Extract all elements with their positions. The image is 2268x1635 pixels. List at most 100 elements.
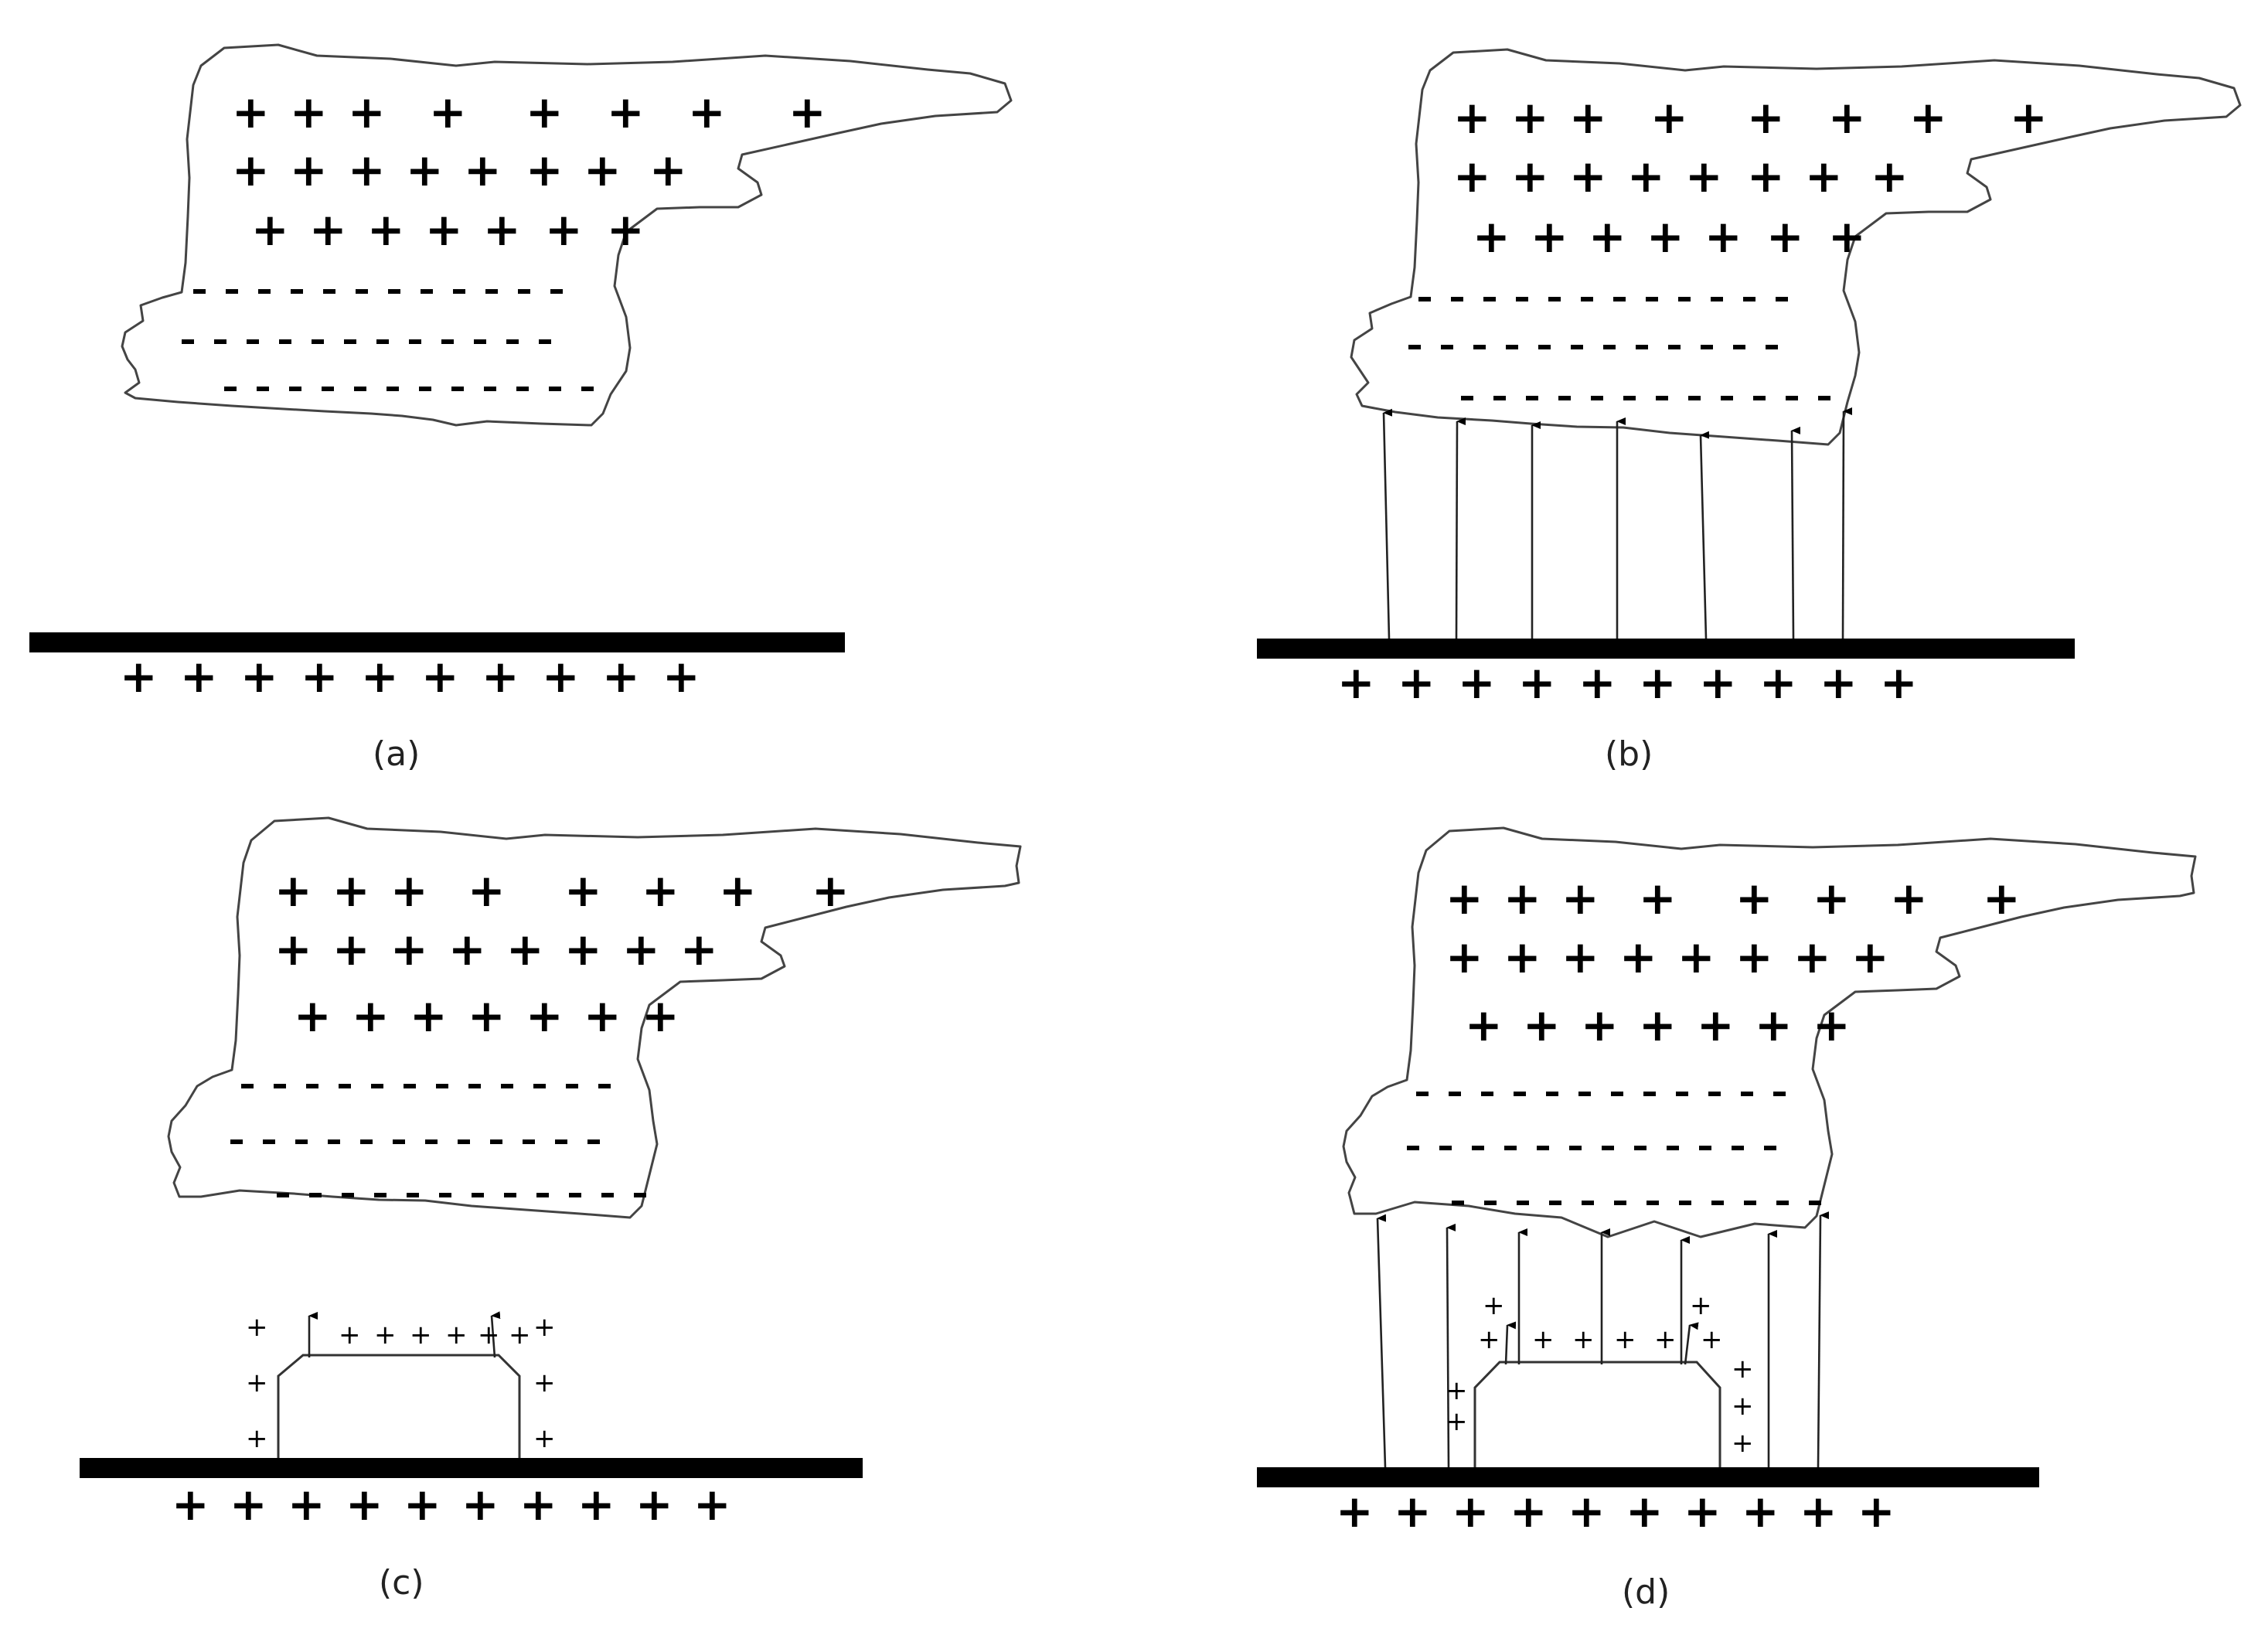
negative-charge-symbol [439, 1193, 451, 1197]
panel-a: + + + + + + + + + + + + + + + + + + + + … [29, 43, 1013, 774]
positive-charge-symbol: + [390, 864, 428, 917]
positive-charge-symbol: + [1532, 1324, 1555, 1355]
negative-charge-symbol [1646, 297, 1658, 301]
positive-charge-symbol: + [1639, 999, 1677, 1051]
negative-charge-symbol [1581, 297, 1593, 301]
negative-charge-symbol [1416, 1092, 1429, 1096]
positive-charge-symbol: + [301, 650, 339, 703]
negative-charge-symbol [1591, 396, 1603, 400]
negative-charge-symbol [484, 387, 496, 391]
negative-charge-symbol [1614, 1201, 1626, 1205]
negative-charge-symbol [1711, 1201, 1724, 1205]
positive-charge-symbol: + [1453, 150, 1491, 203]
positive-charge-symbol: + [545, 203, 583, 256]
positive-charge-symbol: + [1732, 1428, 1754, 1459]
lower-negative-charges [182, 289, 594, 391]
negative-charge-symbol [1636, 345, 1648, 349]
field-line-arrow [1841, 407, 1853, 639]
positive-charge-symbol: + [642, 990, 679, 1042]
electric-field-lines [1382, 407, 1853, 639]
positive-charge-symbol: + [1523, 999, 1561, 1051]
negative-charge-symbol [1582, 1201, 1594, 1205]
positive-charge-symbol: + [1458, 656, 1496, 709]
negative-charge-symbol [230, 1139, 243, 1144]
panel-caption-c: (c) [379, 1563, 424, 1603]
positive-charge-symbol: + [1581, 999, 1619, 1051]
positive-charge-symbol: + [232, 144, 270, 196]
positive-charge-symbol: + [1446, 872, 1483, 925]
positive-charge-symbol: + [429, 86, 467, 138]
negative-charge-symbol [1699, 1146, 1711, 1150]
negative-charge-symbol [1743, 297, 1755, 301]
negative-charge-symbol [451, 387, 464, 391]
positive-charge-symbol: + [1561, 931, 1599, 983]
negative-charge-symbol [458, 1139, 470, 1144]
positive-charge-symbol: + [693, 1478, 731, 1531]
positive-charge-symbol: + [1793, 931, 1831, 983]
negative-charge-symbol [501, 1084, 513, 1088]
positive-charge-symbol: + [1627, 150, 1665, 203]
negative-charge-symbol [485, 289, 498, 294]
negative-charge-symbol [306, 1084, 318, 1088]
positive-charge-symbol: + [1871, 150, 1909, 203]
positive-charge-symbol: + [230, 1478, 267, 1531]
ground-positive-charges: + + + + + + + + + + [1336, 1485, 1895, 1538]
field-line-arrow [1699, 431, 1710, 639]
negative-charge-symbol [328, 1139, 340, 1144]
positive-charge-symbol: + [1742, 1485, 1779, 1538]
positive-charge-symbol: + [1336, 1485, 1374, 1538]
negative-charge-symbol [193, 289, 206, 294]
positive-charge-symbol: + [662, 650, 700, 703]
negative-charge-symbol [1647, 1201, 1659, 1205]
negative-charge-symbol [393, 1139, 405, 1144]
positive-charge-symbol: + [622, 923, 660, 976]
negative-charge-symbol [1504, 1146, 1517, 1150]
positive-charge-symbol: + [1813, 872, 1851, 925]
positive-charge-symbol: + [468, 864, 506, 917]
negative-charge-symbol [247, 339, 259, 344]
negative-charge-symbol [1451, 297, 1463, 301]
negative-charge-symbol [1773, 1092, 1786, 1096]
positive-charge-symbol: + [526, 990, 564, 1042]
positive-charge-symbol: + [482, 650, 519, 703]
positive-charge-symbol: + [1503, 872, 1541, 925]
negative-charge-symbol [295, 1139, 308, 1144]
positive-charge-symbol: + [339, 1320, 361, 1351]
positive-charge-symbol: + [1805, 150, 1843, 203]
negative-charge-symbol [1473, 345, 1486, 349]
positive-charge-symbol: + [288, 1478, 325, 1531]
negative-charge-symbol [598, 1084, 611, 1088]
negative-charge-symbol [1481, 1092, 1493, 1096]
ground-plane [29, 632, 845, 652]
positive-charge-symbol: + [577, 1478, 615, 1531]
positive-charge-symbol: + [1511, 150, 1549, 203]
negative-charge-symbol [289, 387, 301, 391]
positive-charge-symbol: + [1446, 1375, 1468, 1406]
negative-charge-symbol [518, 289, 530, 294]
positive-charge-symbol: + [526, 86, 564, 138]
positive-charge-symbol: + [1828, 210, 1866, 263]
positive-charge-symbol: + [120, 650, 158, 703]
positive-charge-symbol: + [240, 650, 278, 703]
panel-c: + + + + + + + + + + + + + + + + + + + + … [80, 816, 1022, 1603]
positive-charge-symbol: + [290, 144, 328, 196]
positive-charge-symbol: + [361, 650, 399, 703]
positive-charge-symbol: + [1732, 1391, 1754, 1422]
negative-charge-symbol [441, 339, 454, 344]
negative-charge-symbol [241, 1084, 254, 1088]
positive-charge-symbol: + [1684, 1485, 1721, 1538]
building-field-lines [1504, 1321, 1699, 1365]
field-line-arrow [490, 1311, 501, 1358]
positive-charge-symbol: + [1453, 91, 1491, 144]
positive-charge-symbol: + [1654, 1324, 1677, 1355]
negative-charge-symbol [601, 1193, 614, 1197]
positive-charge-symbol: + [812, 864, 850, 917]
positive-charge-symbol: + [348, 144, 386, 196]
negative-charge-symbol [1741, 1092, 1753, 1096]
positive-charge-symbol: + [1639, 656, 1677, 709]
negative-charge-symbol [453, 289, 465, 294]
negative-charge-symbol [1537, 1146, 1549, 1150]
negative-charge-symbol [1776, 297, 1788, 301]
positive-charge-symbol: + [352, 990, 390, 1042]
